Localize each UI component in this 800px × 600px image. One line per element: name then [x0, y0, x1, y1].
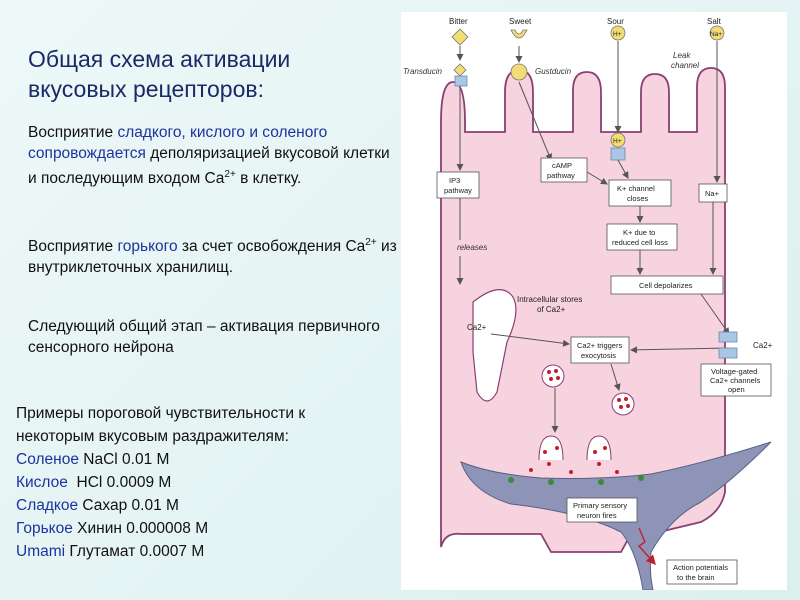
ca-left-label: Ca2+: [467, 323, 487, 332]
label-leak-1: Leak: [673, 51, 691, 60]
salt-na-ion-icon: [709, 25, 725, 41]
example-row-salty: Соленое NaCl 0.01 M: [16, 448, 401, 471]
label-salt: Salt: [707, 17, 722, 26]
h-channel: [610, 147, 626, 161]
voltage-gated-box: [700, 363, 772, 397]
camp-pathway-box: [540, 157, 588, 183]
neurotransmitter-dots: [529, 446, 619, 474]
label-leak-2: channel: [671, 61, 699, 70]
label-sour: Sour: [607, 17, 624, 26]
ip3-pathway-label: pathway: [444, 186, 472, 195]
sweet-ligand-icon: [510, 29, 528, 39]
exocytosis-site-right: [586, 435, 612, 461]
examples-heading-2: некоторым вкусовым раздражителям:: [16, 428, 289, 445]
paragraph-sweet-sour-salt: Восприятие сладкого, кислого и соленого …: [28, 122, 398, 189]
stores-label-1: Intracellular stores: [517, 295, 582, 304]
example-label: Сладкое: [16, 497, 79, 514]
sour-h-ion-channel-icon: [610, 132, 626, 148]
label-gustducin: Gustducin: [535, 67, 572, 76]
vgated-label-2: Ca2+ channels: [710, 376, 760, 385]
action-potentials-box: [666, 559, 738, 585]
taste-receptor-diagram: Bitter Sweet Sour Salt H+ H+ Na+ Transdu…: [401, 12, 787, 590]
reduced-loss-box: [606, 223, 678, 251]
label-sweet: Sweet: [509, 17, 532, 26]
bitter-receptor: [454, 75, 468, 87]
neuron-fires-box: [566, 497, 638, 523]
stores-label-2: of Ca2+: [537, 305, 566, 314]
example-value: Сахар 0.01 M: [78, 497, 179, 514]
ap-label-2: to the brain: [677, 573, 715, 582]
p1-post: деполяризацией вкусовой клетки и последу…: [28, 145, 390, 188]
p1-pre: Восприятие: [28, 124, 118, 141]
reduced-label-1: K+ due to: [623, 228, 655, 237]
camp-pathway-label: pathway: [547, 171, 575, 180]
example-row-umami: Umami Глутамат 0.0007 M: [16, 540, 401, 563]
cell-depolarizes-box: [610, 275, 724, 295]
p1-highlight: сладкого, кислого и соленого сопровождае…: [28, 124, 328, 162]
p2-sup: 2+: [365, 237, 377, 248]
sweet-receptor: [510, 63, 528, 81]
ip3-label: IP3: [449, 176, 460, 185]
ca-triggers-exocytosis-box: [570, 336, 630, 364]
neuron-label-2: neuron fires: [577, 511, 617, 520]
depolarizes-label: Cell depolarizes: [639, 281, 693, 290]
sour-h-channel-label: H+: [613, 138, 622, 145]
example-value: HCl 0.0009 M: [67, 474, 172, 491]
ap-label-1: Action potentials: [673, 563, 728, 572]
example-label: Кислое: [16, 474, 68, 491]
intracellular-ca-store: [472, 289, 517, 402]
threshold-examples: Примеры пороговой чувствительности к нек…: [16, 402, 401, 563]
triggers-label-2: exocytosis: [581, 351, 616, 360]
vgated-label-3: open: [728, 385, 745, 394]
example-value: NaCl 0.01 M: [78, 451, 170, 468]
p2-highlight: горького: [117, 238, 178, 256]
example-row-sour: Кислое HCl 0.0009 M: [16, 471, 401, 494]
example-label: Umami: [16, 543, 66, 560]
example-row-bitter: Горькое Хинин 0.000008 M: [16, 517, 401, 540]
receptor-sites: [508, 475, 644, 485]
p2-pre: Восприятие: [28, 238, 118, 256]
bitter-receptor-diamond: [453, 63, 467, 77]
vgated-label-1: Voltage-gated: [711, 367, 757, 376]
sour-h-label: H+: [613, 31, 622, 38]
label-bitter: Bitter: [449, 17, 468, 26]
p1-sup: 2+: [224, 169, 236, 180]
camp-label: cAMP: [552, 161, 572, 170]
salt-na-label: Na+: [710, 31, 722, 38]
na-box-label: Na+: [705, 189, 720, 198]
label-transducin: Transducin: [403, 67, 443, 76]
example-value: Хинин 0.000008 M: [72, 520, 209, 537]
k-channel-box: [608, 179, 672, 207]
example-label: Горькое: [16, 520, 73, 537]
p2-post: за счет освобождения Ca: [177, 238, 366, 256]
triggers-label-1: Ca2+ triggers: [577, 341, 622, 350]
vesicle-left: [541, 364, 565, 388]
ca-right-label: Ca2+: [753, 341, 773, 350]
p1-tail: в клетку.: [235, 170, 302, 188]
kchannel-label: K+ channel: [617, 184, 655, 193]
slide-title: Общая схема активации вкусовых рецепторо…: [28, 46, 291, 102]
neuron-label-1: Primary sensory: [573, 501, 627, 510]
action-potential-arrow: [637, 527, 656, 566]
p2-tail: из внутриклеточных хранилищ.: [28, 238, 397, 277]
kchannel-closes-label: closes: [627, 194, 649, 203]
examples-heading-1: Примеры пороговой чувствительности к: [16, 405, 306, 422]
voltage-gated-channel-2: [718, 347, 738, 359]
example-label: Соленое: [16, 451, 79, 468]
example-row-sweet: Сладкое Сахар 0.01 M: [16, 494, 401, 517]
voltage-gated-channel: [718, 331, 738, 343]
vesicle-right: [611, 392, 635, 416]
paragraph-next-stage: Следующий общий этап – активация первичн…: [28, 318, 380, 356]
label-releases: releases: [457, 243, 487, 252]
bitter-ligand-icon: [451, 28, 469, 46]
sour-h-ion-icon: [610, 25, 626, 41]
ip3-pathway-box: [436, 171, 480, 199]
example-value: Глутамат 0.0007 M: [65, 543, 205, 560]
reduced-label-2: reduced cell loss: [612, 238, 668, 247]
paragraph-bitter: Восприятие горького за счет освобождения…: [28, 232, 398, 278]
